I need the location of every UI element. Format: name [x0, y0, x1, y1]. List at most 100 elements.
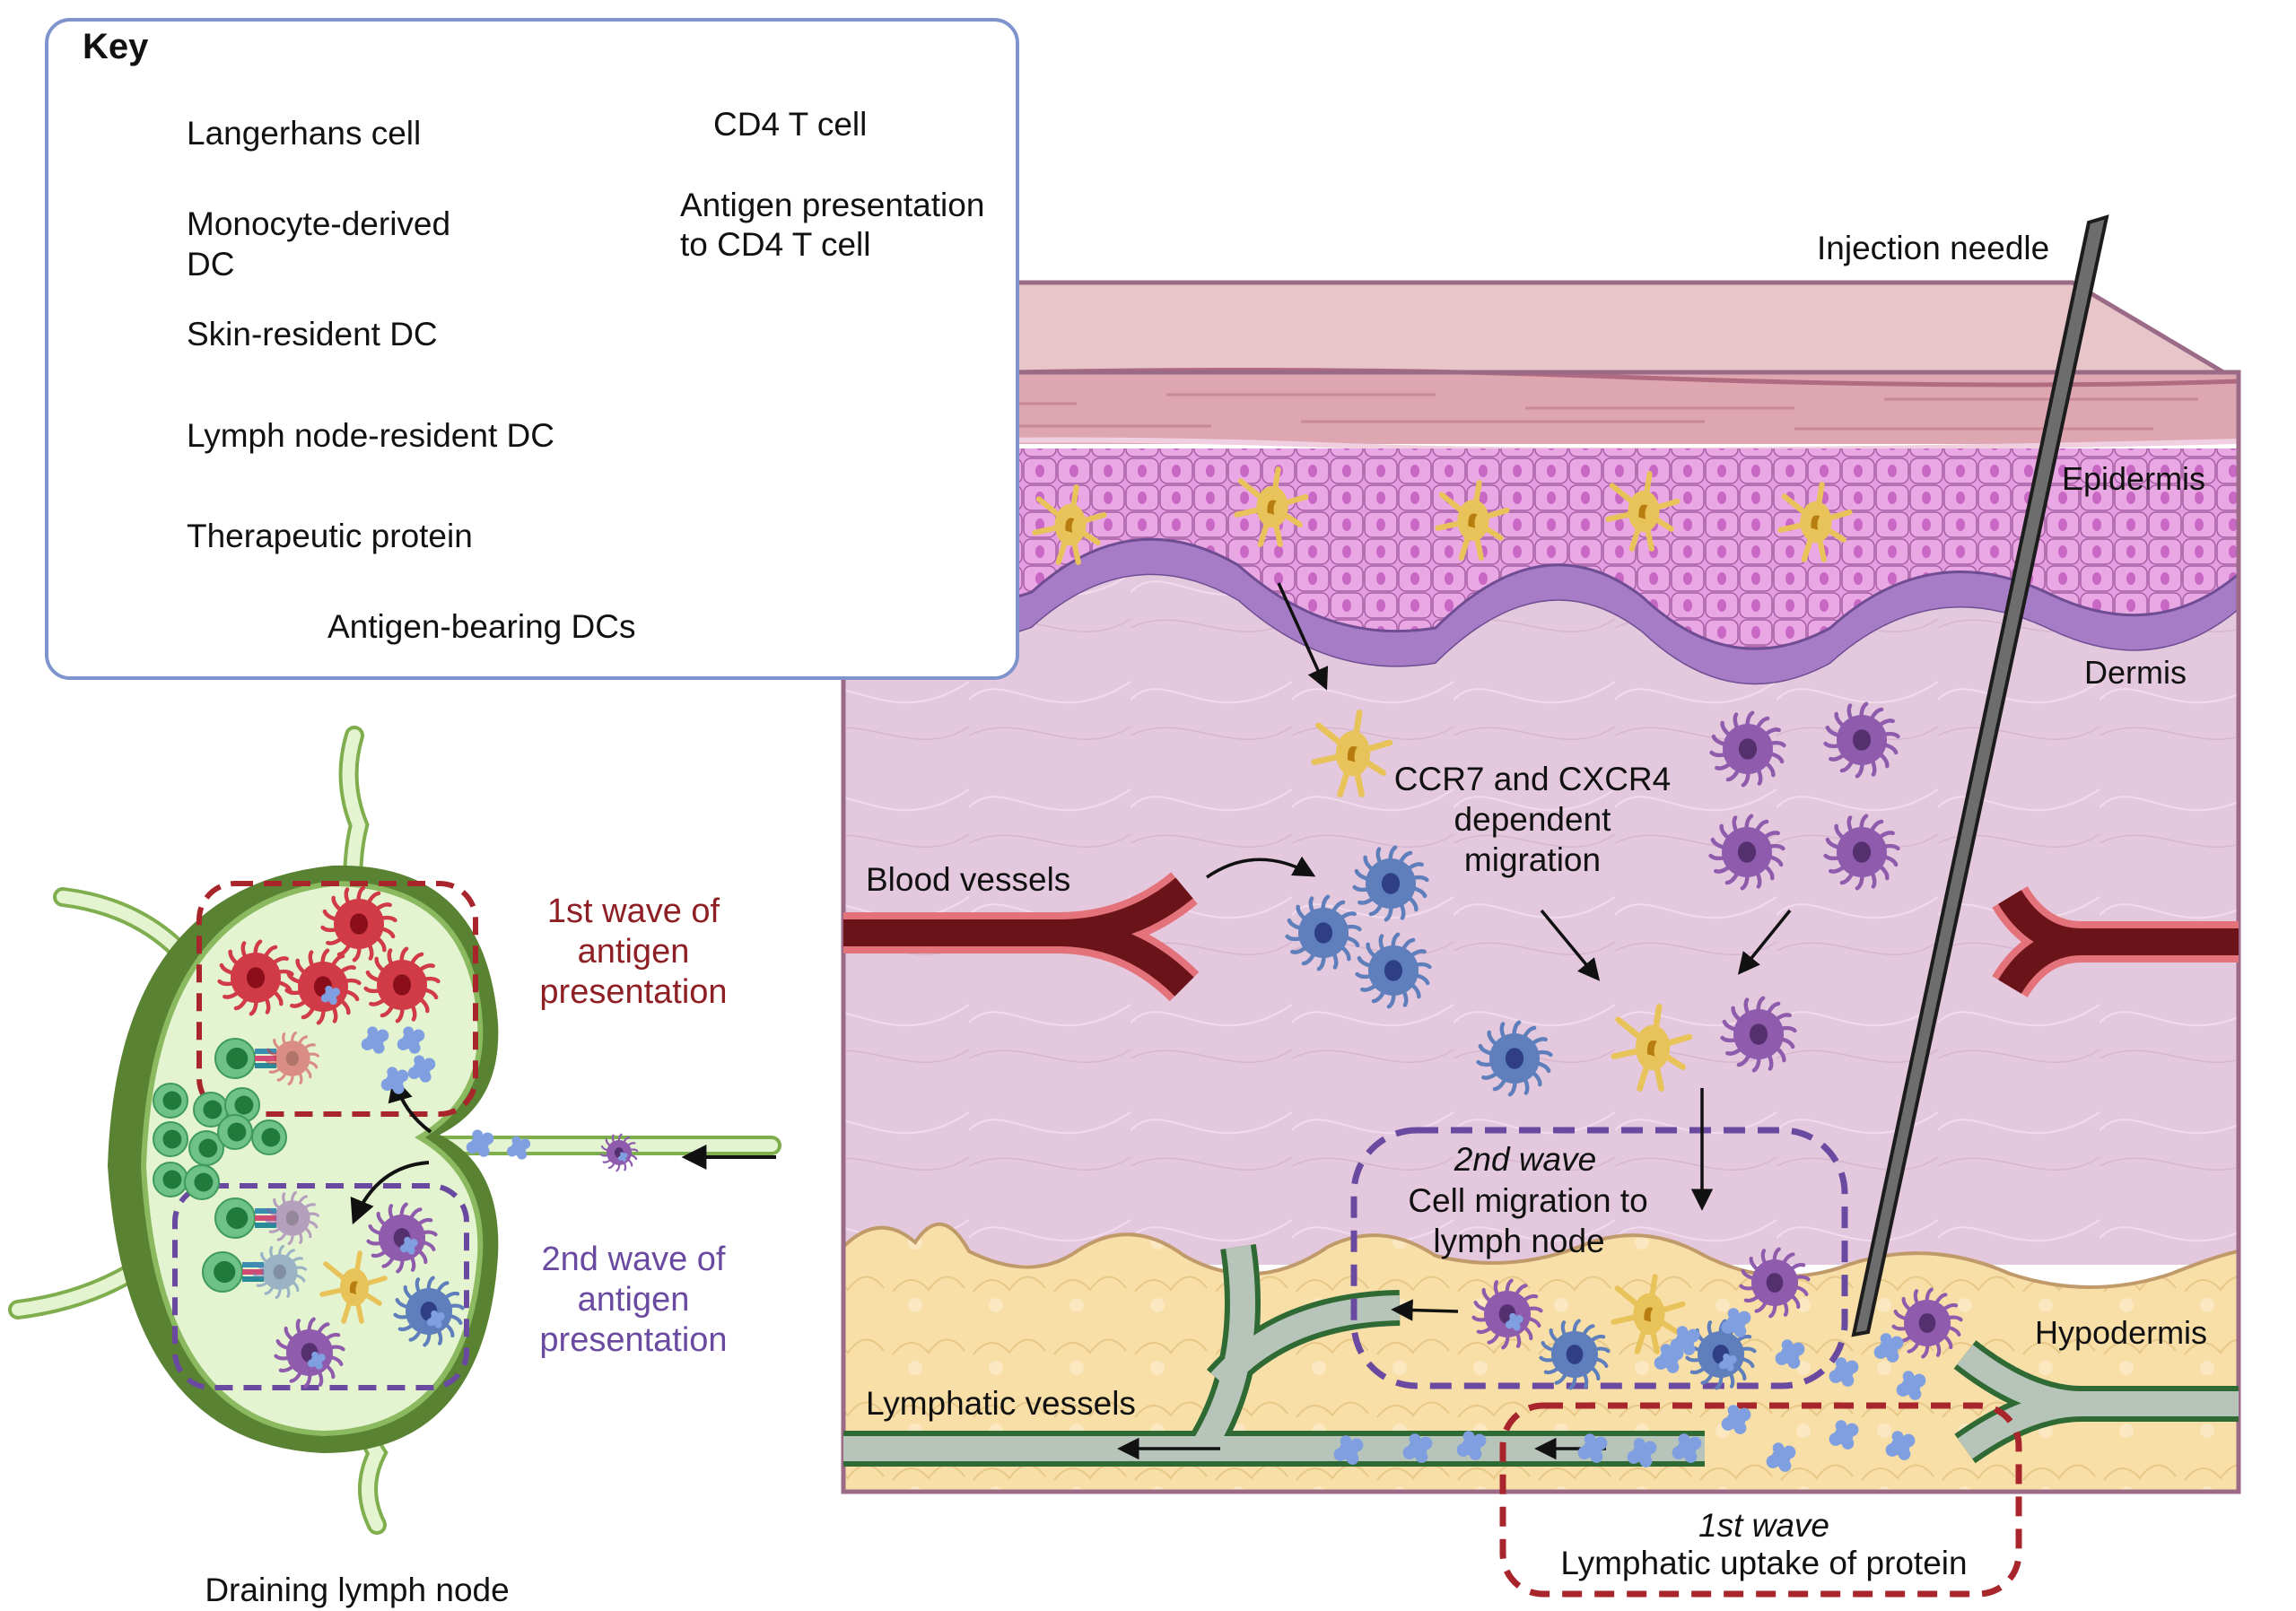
- ln-first-wave-box: [196, 881, 478, 1117]
- ln-cd4-t-cell: [193, 1092, 229, 1128]
- ln-cd4-t-cell: [188, 1130, 224, 1166]
- lymph-node-cells: [153, 885, 639, 1389]
- migration-label-3: migration: [1463, 841, 1602, 878]
- langerhans-cell-epidermis: [1234, 466, 1309, 547]
- ln-cd4-t-cell: [217, 1114, 253, 1150]
- monocyte-dc-dermis: [1352, 845, 1429, 922]
- langerhans-cell-hypodermis: [1611, 1274, 1686, 1354]
- epidermis-label: Epidermis: [2062, 460, 2206, 497]
- key-label-cd4: CD4 T cell: [713, 106, 868, 143]
- therapeutic-protein-skin: [1402, 1433, 1433, 1463]
- lymph-node: [8, 726, 781, 1535]
- injection-needle[interactable]: [1851, 214, 2109, 1337]
- ln-antigen-presentation-second-b-tcell: [202, 1251, 243, 1293]
- langerhans-cell-dermis: [1311, 710, 1393, 797]
- ln-resident-dc: [320, 885, 397, 962]
- lymphatic-vessel-main: [843, 1243, 2239, 1467]
- arrow-lc-down: [1277, 582, 1329, 691]
- ln-first-wave-label-1: 1st wave of: [546, 893, 720, 930]
- key-label-presentation-1: Antigen presentation: [680, 187, 985, 223]
- langerhans-cell-epidermis: [1435, 480, 1510, 561]
- ln-resident-dc: [217, 939, 294, 1016]
- key-label-antigen-bearing: Antigen-bearing DCs: [327, 608, 636, 645]
- monocyte-dc-hypodermis: [1539, 1319, 1611, 1390]
- key-label-langerhans: Langerhans cell: [187, 115, 422, 152]
- lymph-node-caption: Draining lymph node: [205, 1572, 510, 1608]
- lymphatic-vessels-label: Lymphatic vessels: [866, 1385, 1136, 1422]
- therapeutic-protein-skin: [1721, 1405, 1751, 1434]
- antigen-bearing-dc-hypodermis-antigen: [1505, 1312, 1523, 1331]
- ln-antigen-bearing-dc-antigen: [399, 1236, 418, 1255]
- langerhans-cell-epidermis: [1032, 484, 1107, 565]
- ln-antigen-presentation-second-a: [214, 1190, 319, 1246]
- ln-antigen-bearing-dc: [274, 1317, 345, 1389]
- ln-second-wave-label-1: 2nd wave of: [541, 1241, 726, 1278]
- arrow-to-center-2: [1737, 909, 1792, 975]
- ln-antigen-presentation-first-tcell: [214, 1038, 256, 1079]
- first-wave-box: [1499, 1402, 2022, 1598]
- second-wave-title: 2nd wave: [1454, 1141, 1597, 1178]
- ln-antigen-presentation-second-a-dc: [265, 1190, 319, 1246]
- key-label-protein: Therapeutic protein: [187, 518, 473, 554]
- ln-antigen-bearing-dc: [366, 1202, 438, 1274]
- arrow-to-center-1: [1540, 909, 1601, 981]
- blood-vessels-label: Blood vessels: [866, 861, 1071, 898]
- therapeutic-protein-skin: [1627, 1438, 1657, 1467]
- langerhans-cell-epidermis: [1777, 482, 1853, 562]
- ln-cd4-t-cell: [251, 1119, 287, 1155]
- monocyte-dc-dermis: [1355, 932, 1432, 1009]
- ln-afferent-dc-antigen: [617, 1152, 628, 1163]
- therapeutic-protein-skin: [1829, 1420, 1859, 1450]
- therapeutic-protein-skin: [1672, 1433, 1702, 1463]
- blood-vessel-right: [1992, 885, 2239, 998]
- skin-resident-dc-dermis: [1708, 814, 1785, 891]
- ln-cd4-t-cell: [153, 1121, 188, 1157]
- ln-langerhans-cell: [319, 1250, 388, 1324]
- therapeutic-protein-skin: [1456, 1431, 1487, 1460]
- ln-antigen-presentation-second-b: [202, 1244, 307, 1300]
- key-label-presentation-2: to CD4 T cell: [680, 226, 871, 263]
- skin-resident-dc-hypodermis: [1739, 1247, 1811, 1319]
- antigen-bearing-ln-dc-antigen: [320, 985, 341, 1006]
- therapeutic-protein-skin: [1873, 1333, 1904, 1363]
- ln-afferent-protein: [466, 1129, 494, 1157]
- therapeutic-protein-skin: [1670, 1326, 1700, 1355]
- therapeutic-protein-skin: [1885, 1431, 1916, 1460]
- ln-antigen-presentation-first-dc: [265, 1031, 319, 1086]
- skin-resident-dc-near-needle: [1891, 1287, 1963, 1359]
- skin-resident-dc-dermis: [1709, 710, 1786, 788]
- ln-therapeutic-protein: [361, 1026, 389, 1054]
- therapeutic-protein-skin: [1896, 1371, 1926, 1400]
- langerhans-cell-center: [1611, 1004, 1693, 1092]
- key-label-monocyte-dc-1: Monocyte-derived: [187, 205, 451, 242]
- key-label-ln-dc: Lymph node-resident DC: [187, 417, 554, 454]
- ln-antigen-bearing-dc-antigen: [307, 1351, 326, 1370]
- antigen-bearing-monocyte-dc-hypodermis: [1685, 1319, 1757, 1390]
- arrow-blood-to-mono: [1206, 856, 1316, 879]
- ln-cd4-t-cell: [224, 1087, 260, 1123]
- ln-antigen-bearing-monocyte-dc-antigen: [426, 1310, 445, 1328]
- therapeutic-protein-skin: [1333, 1435, 1364, 1465]
- skin-resident-dc-dermis: [1823, 814, 1900, 891]
- skin-resident-dc-dermis: [1823, 701, 1900, 779]
- key-title: Key: [83, 27, 149, 66]
- ln-antigen-presentation-first: [214, 1031, 319, 1086]
- therapeutic-protein-skin: [1775, 1339, 1805, 1369]
- ln-therapeutic-protein: [380, 1067, 409, 1094]
- skin-resident-dc-center: [1720, 996, 1797, 1073]
- ln-cd4-t-cell: [153, 1162, 188, 1197]
- ln-therapeutic-protein: [407, 1055, 436, 1083]
- key-label-skin-dc: Skin-resident DC: [187, 316, 438, 353]
- ln-first-wave-label-2: antigen: [577, 933, 690, 971]
- therapeutic-protein-skin: [1766, 1442, 1796, 1472]
- arrows-skin: [1117, 582, 1792, 1460]
- therapeutic-protein-skin: [1829, 1357, 1859, 1387]
- ln-cd4-t-cell: [153, 1083, 188, 1119]
- antigen-bearing-ln-dc: [284, 948, 362, 1025]
- ln-second-wave-label-3: presentation: [539, 1321, 728, 1359]
- migration-label-1: CCR7 and CXCR4: [1393, 761, 1672, 797]
- second-wave-line2: lymph node: [1433, 1223, 1605, 1259]
- ln-resident-dc: [363, 946, 441, 1023]
- ln-antigen-presentation-second-a-tcell: [214, 1197, 256, 1239]
- ln-second-wave-label-2: antigen: [577, 1281, 690, 1319]
